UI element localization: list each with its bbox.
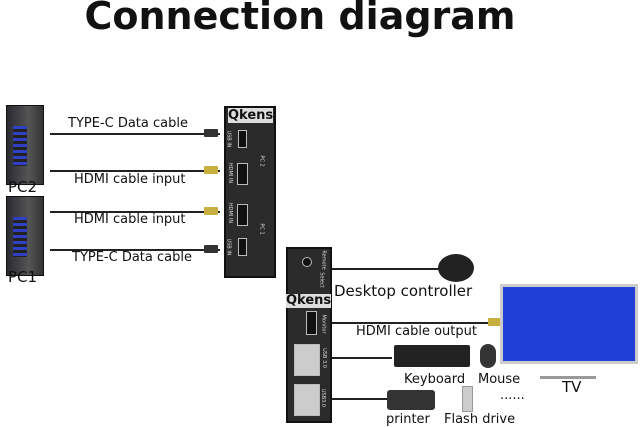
tv-monitor-icon bbox=[500, 284, 638, 364]
remote-jack bbox=[302, 257, 312, 267]
port-label: Remote bbox=[320, 250, 327, 270]
mouse-icon bbox=[480, 344, 496, 368]
desktop-controller-icon bbox=[438, 254, 474, 282]
port-label: USB 3.0 bbox=[320, 348, 327, 368]
remote-cable bbox=[332, 268, 442, 270]
tv-stand bbox=[540, 364, 596, 379]
flash-drive-label: Flash drive bbox=[444, 412, 516, 427]
desktop-controller-label: Desktop controller bbox=[334, 282, 473, 300]
usb-port-stack bbox=[294, 384, 320, 416]
more-devices-ellipsis: ...... bbox=[500, 388, 525, 403]
hdmi-plug-icon bbox=[488, 318, 502, 326]
brand-logo: Qkens bbox=[228, 108, 274, 123]
usb-c-port bbox=[238, 238, 247, 256]
cable-label: HDMI cable input bbox=[74, 172, 186, 187]
pc2-label: PC2 bbox=[8, 178, 38, 196]
brand-logo: Qkens bbox=[286, 293, 332, 308]
typec-cable-pc1 bbox=[50, 249, 220, 251]
usb-port-stack bbox=[294, 344, 320, 376]
usb-cable bbox=[332, 398, 387, 400]
typec-plug-icon bbox=[204, 129, 218, 137]
hdmi-port bbox=[306, 311, 317, 335]
printer-icon bbox=[387, 390, 435, 410]
hdmi-plug-icon bbox=[204, 166, 218, 174]
keyboard-icon bbox=[394, 345, 470, 367]
port-label: USB3.0 bbox=[320, 388, 327, 408]
port-label: USB IN bbox=[225, 130, 232, 148]
flash-drive-icon bbox=[462, 386, 473, 412]
pc1-label: PC1 bbox=[8, 268, 38, 286]
kvm-switch-input-side: Qkens USB IN HDMI IN HDMI IN USB IN PC 2… bbox=[224, 106, 276, 278]
pc1-tower-icon bbox=[6, 196, 44, 276]
cable-label: HDMI cable input bbox=[74, 212, 186, 227]
port-label: HDMI IN bbox=[227, 202, 234, 224]
page-title: Connection diagram bbox=[84, 0, 516, 38]
usb-cable bbox=[332, 357, 392, 359]
port-label: USB IN bbox=[225, 238, 232, 256]
group-label: PC 2 bbox=[258, 155, 265, 167]
tv-label: TV bbox=[562, 378, 582, 396]
hdmi-output-cable bbox=[332, 322, 502, 324]
port-label: Monitor bbox=[320, 314, 327, 334]
mouse-label: Mouse bbox=[478, 372, 521, 387]
kvm-switch-output-side: Qkens Remote Select Monitor USB 3.0 USB3… bbox=[286, 247, 332, 423]
hdmi-cable-pc1 bbox=[50, 211, 220, 213]
typec-plug-icon bbox=[204, 245, 218, 253]
hdmi-plug-icon bbox=[204, 207, 218, 215]
port-label: HDMI IN bbox=[227, 162, 234, 184]
usb-c-port bbox=[238, 130, 247, 148]
cable-label: TYPE-C Data cable bbox=[68, 116, 188, 131]
typec-cable-pc2 bbox=[50, 133, 220, 135]
pc2-tower-icon bbox=[6, 105, 44, 185]
port-label: Select bbox=[318, 272, 325, 288]
printer-label: printer bbox=[386, 412, 430, 427]
cable-label: TYPE-C Data cable bbox=[72, 250, 192, 265]
keyboard-label: Keyboard bbox=[404, 372, 466, 387]
hdmi-cable-pc2 bbox=[50, 170, 220, 172]
hdmi-port bbox=[237, 163, 248, 185]
hdmi-port bbox=[237, 204, 248, 226]
group-label: PC 1 bbox=[258, 223, 265, 235]
hdmi-output-label: HDMI cable output bbox=[356, 324, 477, 339]
